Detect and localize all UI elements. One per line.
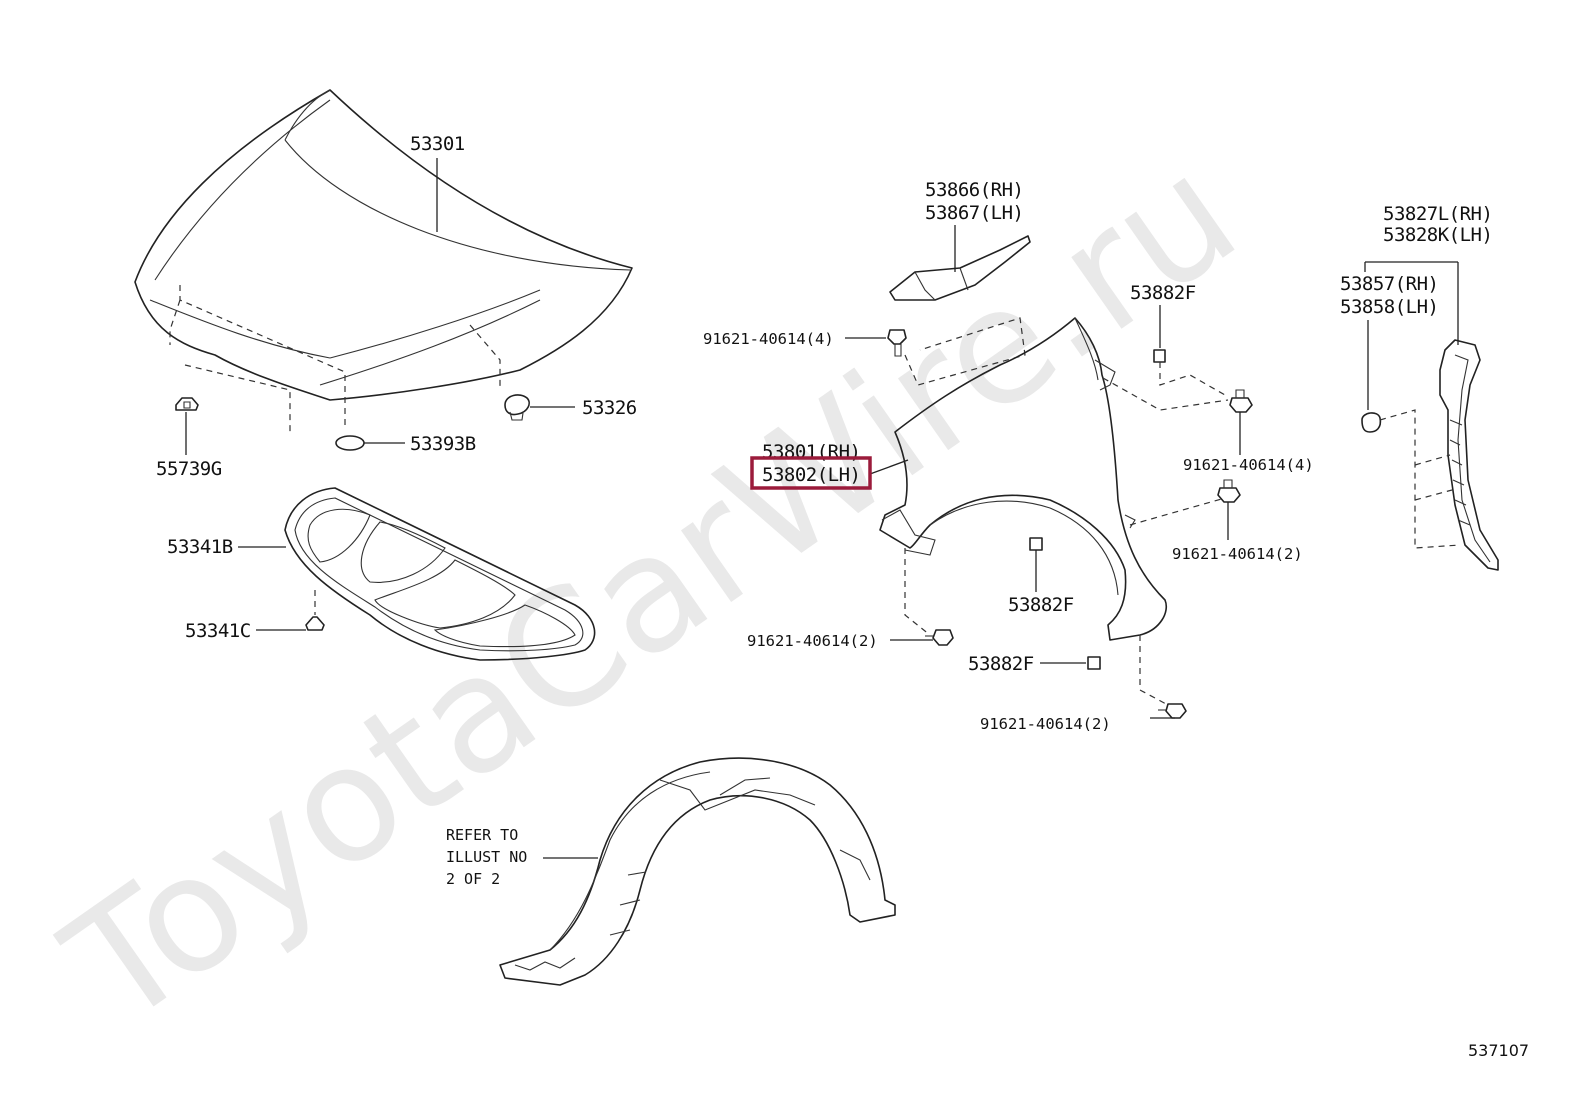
label-53393B: 53393B (410, 433, 476, 455)
hood-insulator[interactable] (284, 487, 596, 661)
label-53341C: 53341C (185, 620, 251, 642)
label-bolt-top: 91621-40614(4) (703, 330, 834, 348)
highlight-box (750, 456, 872, 490)
fender-seal[interactable] (1439, 339, 1499, 571)
front-fender-lh[interactable] (879, 317, 1167, 641)
label-53882F-top: 53882F (1130, 282, 1196, 304)
label-bolt-right-upper: 91621-40614(4) (1183, 456, 1314, 474)
clip-icon (504, 394, 530, 421)
label-53867: 53867(LH) (925, 202, 1023, 224)
bolt-icon (887, 329, 907, 357)
bolt-icon (1158, 703, 1187, 719)
label-53882F-mid: 53882F (1008, 594, 1074, 616)
label-bolt-lower-left: 91621-40614(2) (747, 632, 878, 650)
clip-icon (1361, 412, 1382, 433)
label-bolt-bottom: 91621-40614(2) (980, 715, 1111, 733)
bolt-icon (1217, 479, 1241, 503)
wheel-liner[interactable] (499, 757, 896, 986)
liner-note-line-3: 2 OF 2 (446, 870, 500, 888)
bolt-icon (1229, 389, 1253, 413)
label-53828K: 53828K(LH) (1383, 224, 1492, 246)
hood-seal (335, 435, 365, 451)
fender-top-cover[interactable] (889, 235, 1031, 301)
label-55739G: 55739G (156, 458, 222, 480)
label-53857: 53857(RH) (1340, 273, 1438, 295)
bolt-icon (925, 629, 954, 646)
label-53802: 53802(LH) (762, 464, 860, 486)
label-53326: 53326 (582, 397, 637, 419)
illustration-id: 537107 (1468, 1041, 1529, 1060)
label-53301: 53301 (410, 133, 465, 155)
clip-icon (305, 616, 325, 631)
watermark: ToyotaCarWire.ru (34, 119, 1269, 1062)
label-bolt-right-mid: 91621-40614(2) (1172, 545, 1303, 563)
label-53882F-lower: 53882F (968, 653, 1034, 675)
label-53858: 53858(LH) (1340, 296, 1438, 318)
nut-icon (1029, 537, 1043, 551)
clip-icon (175, 397, 199, 411)
label-53866: 53866(RH) (925, 179, 1023, 201)
nut-icon (1087, 656, 1101, 670)
label-53827L: 53827L(RH) (1383, 203, 1492, 225)
hood-panel[interactable] (134, 89, 633, 435)
label-53341B: 53341B (167, 536, 233, 558)
liner-note-line-1: REFER TO (446, 826, 518, 844)
liner-note-line-2: ILLUST NO (446, 848, 527, 866)
nut-icon (1153, 349, 1166, 363)
